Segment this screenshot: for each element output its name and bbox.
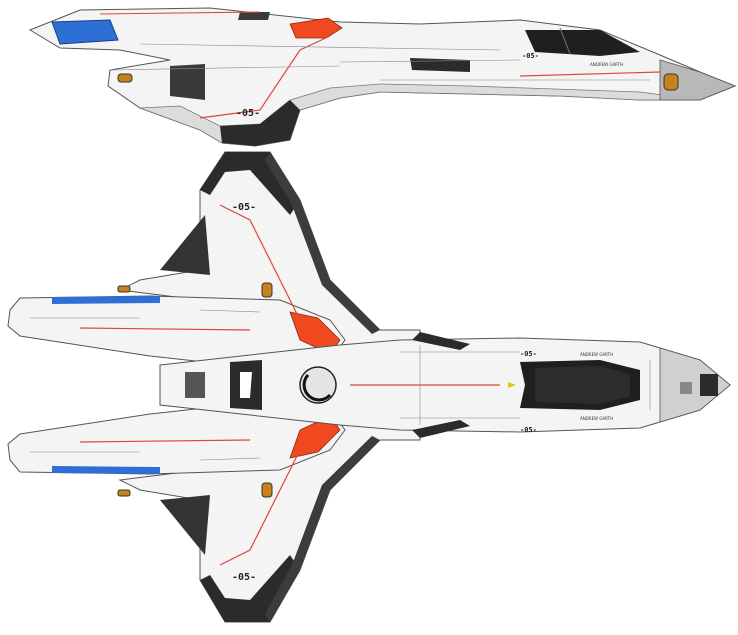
top-pilot-name-lower: ANDREW GARTH [580,416,613,421]
top-wing-lower-marking: -05- [232,572,256,583]
top-pilot-name-upper: ANDREW GARTH [580,352,613,357]
top-engine-blue-lower [52,466,160,474]
top-red-stripe [219,449,301,566]
side-canopy [525,30,640,56]
side-nose-cone [659,59,737,101]
side-engine-blue [51,19,119,45]
side-tail-sensor-icon [117,73,133,83]
top-wing-edge-dark [265,152,380,334]
top-nose [659,347,731,423]
top-rear-fin [185,372,205,398]
top-nose-dark [700,374,718,396]
top-red-stripe [219,204,301,321]
top-spine-dark [240,372,252,398]
top-wing-edge-dark [265,436,380,622]
top-engine-blue-upper [52,296,160,304]
top-nose-upper-marking: -05- [520,350,537,358]
side-fuselage [28,7,737,147]
side-dark-panel [238,12,270,20]
top-sensor-icon [117,489,131,497]
top-fuselage-dark-band [412,332,470,350]
side-dark-panel [410,58,470,72]
top-red-stripe [79,439,251,443]
side-dark-panel [170,64,205,100]
side-red-stripe [99,11,261,15]
top-wing-dark-panel [160,495,210,555]
top-panel-lines [30,309,651,461]
side-nose-sensor-icon [663,73,679,91]
side-wing-marking: -05- [236,108,260,119]
top-sensor-icon [261,282,273,298]
top-red-stripe [79,327,251,331]
side-pilot-name: ANDREW GARTH [590,62,623,67]
side-red-stripe [199,35,331,119]
top-wing-dark-panel [160,215,210,275]
top-emblem-ring-icon [302,373,332,402]
top-sensor-icon [117,285,131,293]
side-panel-lines [109,43,650,81]
side-engine-pod [220,100,300,146]
top-sensor-icon [261,482,273,498]
side-canopy-frame [559,27,571,55]
top-fuselage-dark-band [412,420,470,438]
top-nose-lower-marking: -05- [520,426,537,434]
side-view: -05- -05- ANDREW GARTH [28,7,737,147]
top-nose-panel [680,382,692,394]
side-red-stripe [519,71,661,77]
top-yellow-marker [508,382,516,388]
top-view: -05- -05- -05- -05- ANDREW GARTH ANDREW … [7,151,731,623]
top-canopy-inner [535,366,630,404]
side-nose-marking: -05- [522,52,539,60]
top-wing-upper-marking: -05- [232,202,256,213]
side-intake-orange [289,17,343,39]
